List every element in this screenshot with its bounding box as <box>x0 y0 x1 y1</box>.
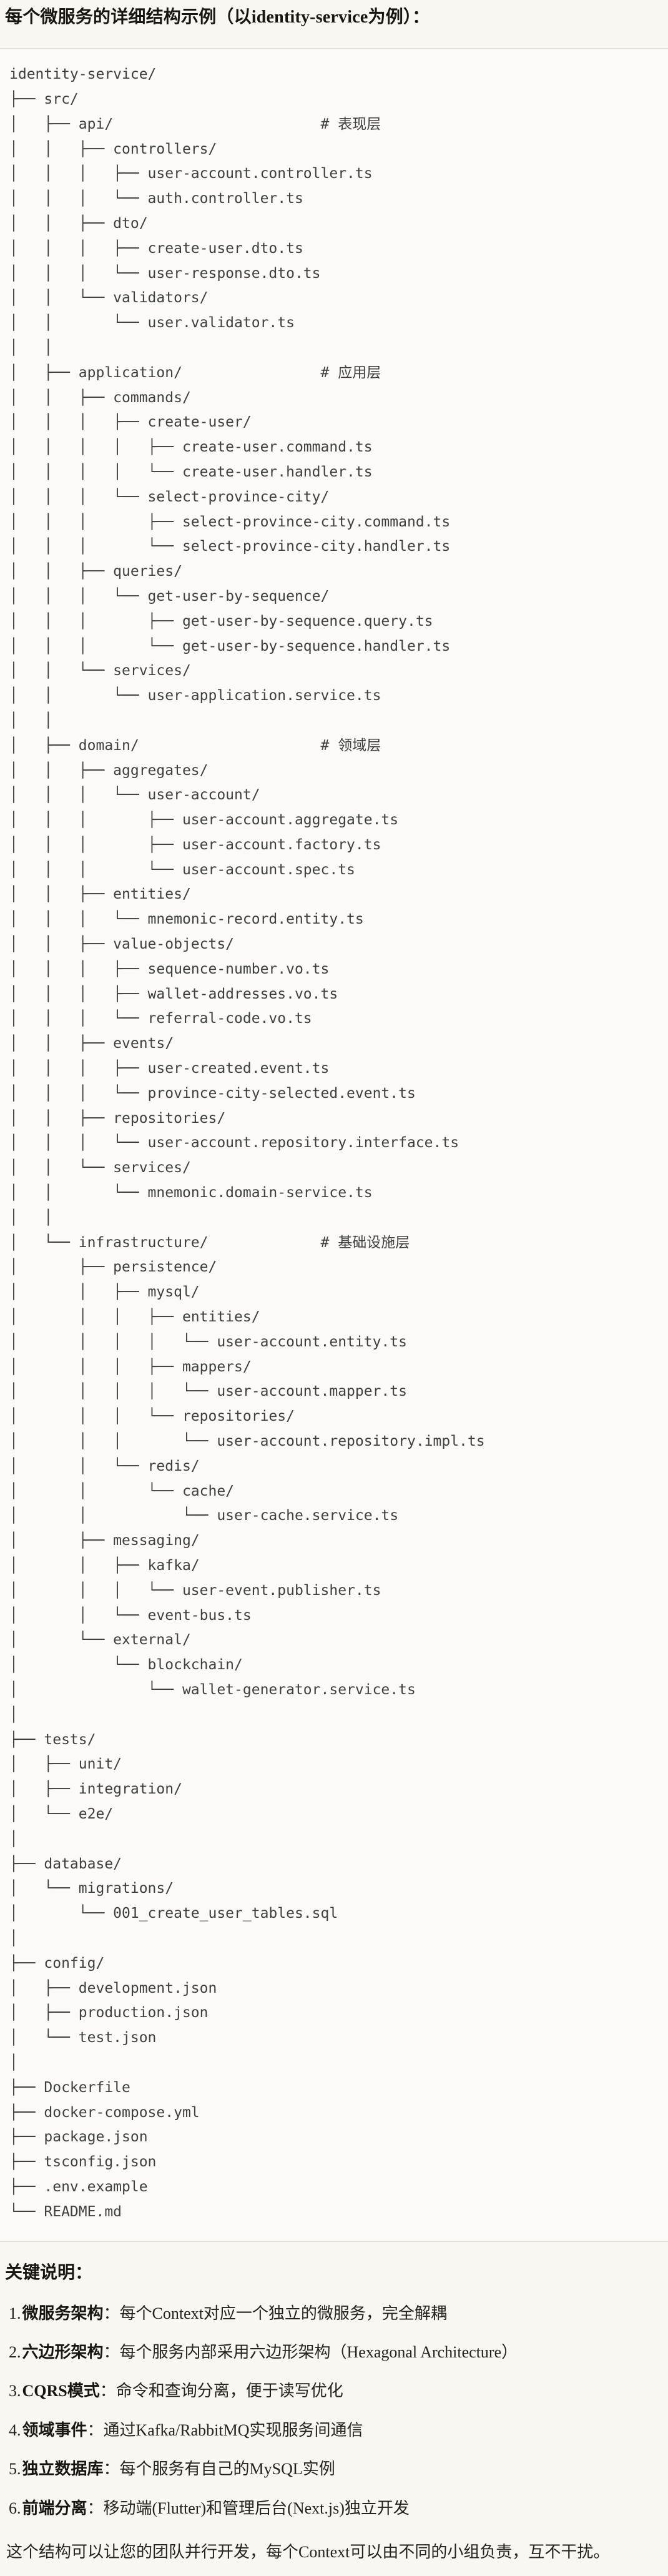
notes-section: 关键说明： 1.微服务架构：每个Context对应一个独立的微服务，完全解耦 2… <box>0 2261 668 2564</box>
notes-list: 1.微服务架构：每个Context对应一个独立的微服务，完全解耦 2.六边形架构… <box>5 2302 663 2520</box>
note-text: ：每个Context对应一个独立的微服务，完全解耦 <box>103 2304 447 2322</box>
page-title: 每个微服务的详细结构示例（以identity-service为例）： <box>5 7 430 27</box>
note-label: 独立数据库 <box>22 2460 104 2479</box>
note-text: ：移动端(Flutter)和管理后台(Next.js)独立开发 <box>87 2499 410 2517</box>
note-text: ：通过Kafka/RabbitMQ实现服务间通信 <box>87 2421 363 2439</box>
note-label: 六边形架构 <box>22 2343 104 2362</box>
closing-paragraph: 这个结构可以让您的团队并行开发，每个Context可以由不同的小组负责，互不干扰… <box>6 2543 610 2562</box>
note-item: 5.独立数据库：每个服务有自己的MySQL实例 <box>9 2458 663 2480</box>
note-number: 5. <box>9 2460 21 2479</box>
note-item: 6.前端分离：移动端(Flutter)和管理后台(Next.js)独立开发 <box>9 2497 663 2520</box>
notes-heading: 关键说明： <box>5 2263 93 2282</box>
note-number: 6. <box>9 2499 21 2517</box>
note-text: ：每个服务有自己的MySQL实例 <box>103 2460 335 2479</box>
note-label: CQRS模式 <box>22 2382 100 2401</box>
note-text: ：每个服务内部采用六边形架构（Hexagonal Architecture） <box>103 2343 518 2362</box>
note-item: 1.微服务架构：每个Context对应一个独立的微服务，完全解耦 <box>9 2302 663 2325</box>
note-item: 2.六边形架构：每个服务内部采用六边形架构（Hexagonal Architec… <box>9 2341 663 2364</box>
directory-tree: identity-service/ ├── src/ │ ├── api/ # … <box>9 66 485 2220</box>
note-item: 4.领域事件：通过Kafka/RabbitMQ实现服务间通信 <box>9 2419 663 2442</box>
note-number: 4. <box>9 2421 21 2439</box>
note-text: ：命令和查询分离，便于读写优化 <box>99 2382 343 2401</box>
directory-tree-block: identity-service/ ├── src/ │ ├── api/ # … <box>0 48 668 2242</box>
note-number: 3. <box>9 2382 21 2401</box>
note-number: 1. <box>9 2304 21 2322</box>
note-label: 前端分离 <box>22 2499 87 2517</box>
note-number: 2. <box>9 2343 21 2362</box>
note-label: 微服务架构 <box>22 2304 104 2322</box>
note-item: 3.CQRS模式：命令和查询分离，便于读写优化 <box>9 2380 663 2402</box>
note-label: 领域事件 <box>22 2421 87 2439</box>
